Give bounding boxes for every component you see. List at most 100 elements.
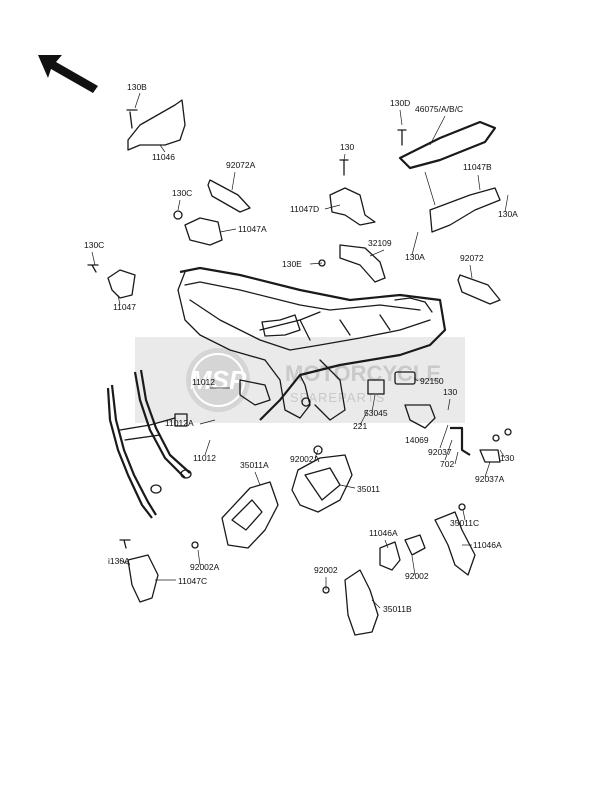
leader-line bbox=[339, 484, 356, 489]
bracket-11046a-right bbox=[404, 534, 426, 556]
leader-line bbox=[411, 555, 416, 576]
leader-line bbox=[454, 451, 459, 465]
leader-line bbox=[254, 471, 261, 486]
cover-35011a bbox=[221, 481, 279, 549]
callout-label: 130B bbox=[127, 82, 147, 92]
callout-label: 130D bbox=[390, 98, 410, 108]
callout-label: 35011C bbox=[450, 518, 479, 528]
clamp-53045 bbox=[367, 379, 385, 395]
callout-label: 46075/A/B/C bbox=[415, 104, 463, 114]
callout-label: 92150 bbox=[420, 376, 444, 386]
down-tube-assembly bbox=[106, 369, 192, 519]
leader-line bbox=[499, 449, 506, 459]
leader-line bbox=[309, 262, 323, 265]
leader-line bbox=[371, 394, 376, 413]
bracket-11047b bbox=[424, 171, 501, 233]
main-frame bbox=[177, 266, 447, 421]
clamp-92150 bbox=[394, 371, 416, 385]
callout-label: 11047A bbox=[238, 224, 267, 234]
callout-label: 92002 bbox=[314, 565, 338, 575]
callout-label: 92002A bbox=[290, 454, 320, 464]
callout-label: 32109 bbox=[368, 238, 392, 248]
callout-labels: 130B 11046 92072A 130C 11047A 130 11047D 130D 46… bbox=[84, 82, 518, 614]
leader-line bbox=[447, 398, 451, 411]
bolt-92002a bbox=[191, 541, 199, 549]
callout-label: 130E bbox=[282, 259, 302, 269]
bracket-11047d bbox=[329, 159, 376, 226]
callout-label: 35011 bbox=[357, 484, 380, 494]
cover-35011b bbox=[322, 569, 379, 636]
leader-line bbox=[371, 599, 381, 609]
bracket-11047a bbox=[173, 210, 223, 246]
callout-label: 92037 bbox=[428, 447, 452, 457]
bracket-11047c bbox=[119, 539, 159, 603]
callout-label: 130A bbox=[498, 209, 518, 219]
callout-label: 130 bbox=[500, 453, 514, 463]
callout-label: 92002A bbox=[190, 562, 220, 572]
callout-label: 35011B bbox=[383, 604, 412, 614]
callout-label: 92072A bbox=[226, 160, 256, 170]
leader-line bbox=[343, 153, 346, 161]
bracket-11046 bbox=[126, 99, 186, 151]
leader-line bbox=[429, 115, 446, 146]
bracket-32109 bbox=[318, 244, 386, 283]
leader-line bbox=[384, 539, 389, 549]
leader-line bbox=[504, 194, 509, 213]
callout-label: 130 bbox=[443, 387, 457, 397]
callout-label: 11046A bbox=[369, 528, 398, 538]
leader-line bbox=[119, 559, 131, 566]
callout-label: 11012A bbox=[165, 418, 194, 428]
callout-label: 130C bbox=[84, 240, 104, 250]
callout-label: 130C bbox=[172, 188, 192, 198]
leader-line bbox=[324, 204, 341, 210]
callout-label: 14069 bbox=[405, 435, 429, 445]
callout-label: 11046 bbox=[152, 152, 175, 162]
callout-label: 92002 bbox=[405, 571, 429, 581]
callout-label: 11047 bbox=[113, 302, 136, 312]
leader-line bbox=[117, 294, 121, 306]
leader-line bbox=[91, 251, 96, 266]
leader-line bbox=[462, 509, 466, 521]
bracket-92072 bbox=[457, 274, 501, 305]
leader-line bbox=[411, 231, 419, 256]
front-direction-arrow-icon bbox=[38, 55, 98, 93]
clamp-92037a bbox=[479, 428, 512, 463]
callout-label: 11012 bbox=[193, 453, 216, 463]
leader-line bbox=[359, 409, 369, 426]
leader-line bbox=[177, 199, 181, 211]
callout-label: 92072 bbox=[460, 253, 484, 263]
bracket-92072a bbox=[207, 179, 251, 213]
leader-line bbox=[444, 439, 453, 461]
leader-line bbox=[314, 449, 319, 459]
leader-line bbox=[484, 461, 491, 478]
bracket-11047 bbox=[87, 264, 136, 299]
bracket-14069 bbox=[404, 404, 436, 429]
callout-label: 11047B bbox=[463, 162, 492, 172]
callout-label: 11047C bbox=[178, 576, 207, 586]
leader-line bbox=[231, 171, 236, 191]
leader-line bbox=[477, 174, 481, 191]
callout-label: i130A bbox=[108, 556, 130, 566]
callout-label: 221 bbox=[353, 421, 367, 431]
callout-label: 11012 bbox=[192, 377, 215, 387]
callout-label: 53045 bbox=[364, 408, 388, 418]
callout-label: 702 bbox=[440, 459, 454, 469]
leader-line bbox=[197, 549, 201, 566]
handle-46075 bbox=[397, 120, 497, 170]
leader-line bbox=[159, 144, 166, 153]
watermark-logo: MSP bbox=[190, 365, 247, 395]
callout-label: 11047D bbox=[290, 204, 319, 214]
callout-label: 11046A bbox=[473, 540, 502, 550]
bracket-11046a-left bbox=[379, 541, 401, 571]
leader-line bbox=[219, 228, 237, 233]
callout-label: 92037A bbox=[475, 474, 505, 484]
watermark-subtitle: SPAREPARTS bbox=[290, 390, 385, 405]
leader-line bbox=[204, 439, 211, 456]
leader-line bbox=[369, 249, 385, 257]
callout-label: 130 bbox=[340, 142, 354, 152]
leader-line bbox=[399, 109, 403, 126]
callout-label: 35011A bbox=[240, 460, 269, 470]
callout-label: 130A bbox=[405, 252, 425, 262]
leader-line bbox=[439, 424, 449, 449]
